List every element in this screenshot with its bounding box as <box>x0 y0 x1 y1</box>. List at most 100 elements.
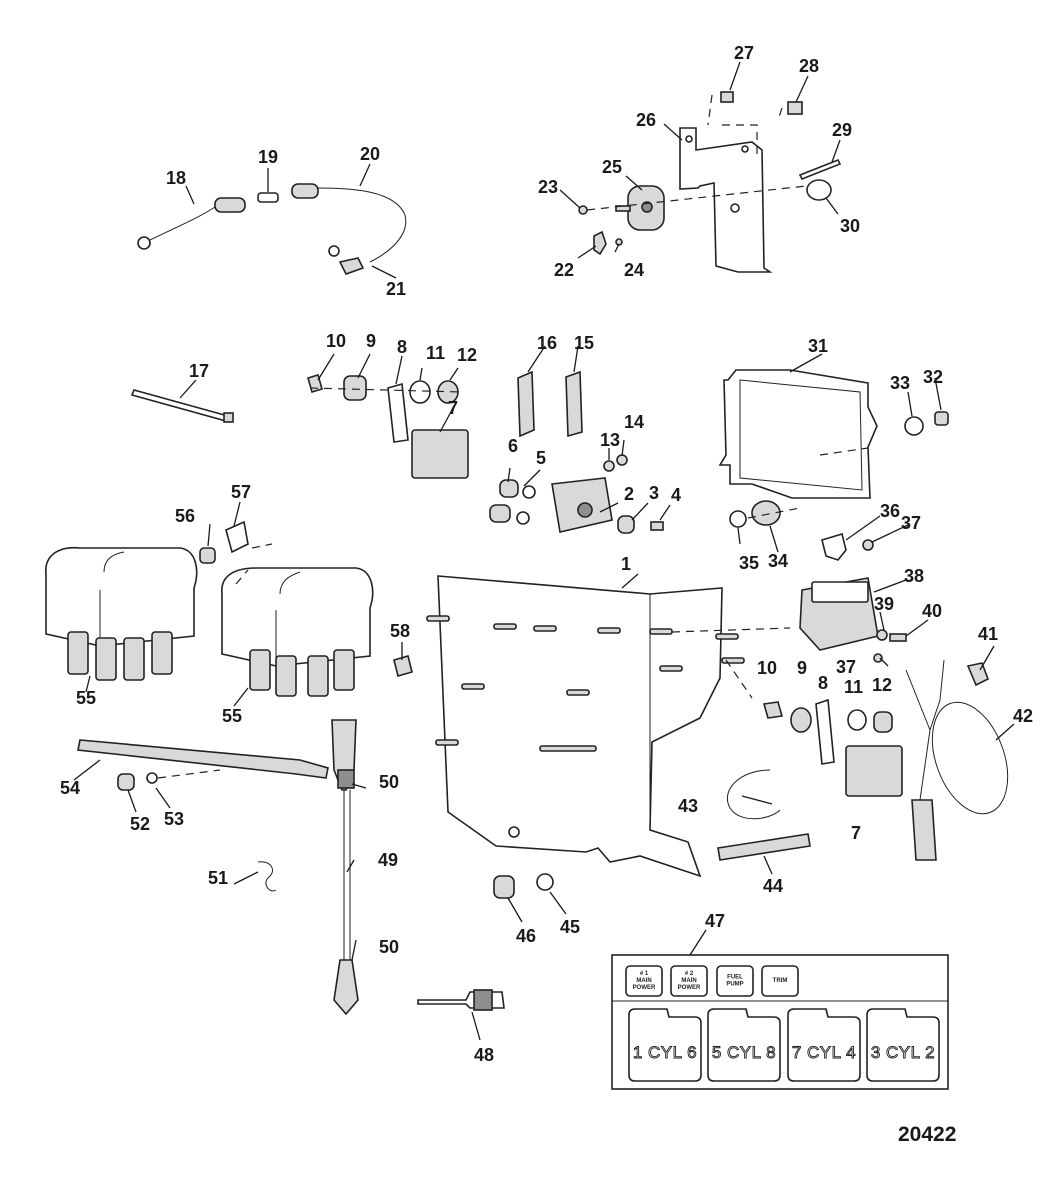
callout-43: 43 <box>678 796 698 816</box>
callout-1: 1 <box>621 554 631 574</box>
terminal-block-group <box>489 370 664 534</box>
callout-45: 45 <box>560 917 580 937</box>
callout-9a: 9 <box>366 331 376 351</box>
fuse-label-text: # 1 <box>640 971 649 977</box>
callout-39: 39 <box>874 594 894 614</box>
callout-40: 40 <box>922 601 942 621</box>
relay-group-mid <box>762 698 903 797</box>
fuse-label-box <box>716 965 754 997</box>
callout-5: 5 <box>536 448 546 468</box>
spark-plug <box>417 989 505 1011</box>
callout-29: 29 <box>832 120 852 140</box>
callout-55b: 55 <box>222 706 242 726</box>
callout-12b: 12 <box>872 675 892 695</box>
fuse-label-box <box>761 965 799 997</box>
callout-10a: 10 <box>326 331 346 351</box>
fuse-label-text: POWER <box>678 985 701 991</box>
callout-28: 28 <box>799 56 819 76</box>
callout-16: 16 <box>537 333 557 353</box>
callout-53: 53 <box>164 809 184 829</box>
ground-cable-assembly <box>137 183 407 275</box>
ignition-coil-left <box>45 547 198 681</box>
callout-2: 2 <box>624 484 634 504</box>
control-module <box>718 369 949 528</box>
cylinder-label-text: 3 CYL 2 <box>871 1043 935 1062</box>
cable-tie <box>130 389 234 423</box>
callout-49: 49 <box>378 850 398 870</box>
callout-18: 18 <box>166 168 186 188</box>
callout-35: 35 <box>739 553 759 573</box>
callout-58: 58 <box>390 621 410 641</box>
callout-31: 31 <box>808 336 828 356</box>
fuse-label-text: MAIN <box>636 978 651 984</box>
callout-23: 23 <box>538 177 558 197</box>
callout-20: 20 <box>360 144 380 164</box>
callout-8a: 8 <box>397 337 407 357</box>
callout-21: 21 <box>386 279 406 299</box>
callout-30: 30 <box>840 216 860 236</box>
mounting-plate <box>426 575 791 878</box>
fuse-label-text: MAIN <box>681 978 696 984</box>
solenoid-bracket-group <box>578 91 842 273</box>
callout-33: 33 <box>890 373 910 393</box>
callout-54: 54 <box>60 778 80 798</box>
callout-41: 41 <box>978 624 998 644</box>
callout-11b: 11 <box>844 677 863 697</box>
cylinder-label-tab <box>866 1008 940 1082</box>
callout-19: 19 <box>258 147 278 167</box>
callout-7b: 7 <box>851 823 861 843</box>
callout-15: 15 <box>574 333 594 353</box>
callout-50b: 50 <box>379 937 399 957</box>
callout-34: 34 <box>768 551 788 571</box>
callout-56: 56 <box>175 506 195 526</box>
callout-4: 4 <box>671 485 681 505</box>
callout-52: 52 <box>130 814 150 834</box>
fuse-block-group <box>799 532 1009 861</box>
cylinder-label-tab <box>787 1008 861 1082</box>
callout-42: 42 <box>1013 706 1033 726</box>
cylinder-label-text: 5 CYL 8 <box>712 1043 776 1062</box>
callout-11a: 11 <box>426 343 445 363</box>
callout-46: 46 <box>516 926 536 946</box>
cylinder-label-text: 1 CYL 6 <box>633 1043 697 1062</box>
spark-plug-wire <box>257 719 359 1016</box>
fuse-label-text: # 2 <box>685 971 694 977</box>
cylinder-label-text: 7 CYL 4 <box>792 1043 856 1062</box>
callout-25: 25 <box>602 157 622 177</box>
callout-27: 27 <box>734 43 754 63</box>
hardware-lower <box>493 769 811 899</box>
callout-37a: 37 <box>901 513 921 533</box>
figure-number: 20422 <box>898 1123 956 1146</box>
callout-26: 26 <box>636 110 656 130</box>
callout-14: 14 <box>624 412 644 432</box>
callout-37b: 37 <box>836 657 856 677</box>
callout-13: 13 <box>600 430 620 450</box>
fuse-label-text: PUMP <box>726 982 743 988</box>
callout-9b: 9 <box>797 658 807 678</box>
callout-38: 38 <box>904 566 924 586</box>
callout-57: 57 <box>231 482 251 502</box>
fuse-label-text: FUEL <box>727 975 743 981</box>
fuse-label-box <box>625 965 663 997</box>
ignition-coil-right <box>221 567 374 697</box>
callout-36: 36 <box>880 501 900 521</box>
callout-24: 24 <box>624 260 644 280</box>
fuse-label-text: POWER <box>633 985 656 991</box>
callout-50a: 50 <box>379 772 399 792</box>
callout-6: 6 <box>508 436 518 456</box>
callout-48: 48 <box>474 1045 494 1065</box>
callout-17: 17 <box>189 361 209 381</box>
coil-clip-hardware <box>199 520 413 677</box>
callout-32: 32 <box>923 367 943 387</box>
callout-47: 47 <box>705 911 725 931</box>
callout-7a: 7 <box>448 398 458 418</box>
callout-12a: 12 <box>457 345 477 365</box>
callout-55a: 55 <box>76 688 96 708</box>
callout-numbers: 1 2 3 4 5 6 7 8 9 10 11 12 13 14 15 16 1… <box>60 43 1033 1065</box>
relay-group-top <box>307 374 469 479</box>
callout-22: 22 <box>554 260 574 280</box>
callout-8b: 8 <box>818 673 828 693</box>
fuse-label-text: TRIM <box>773 978 788 984</box>
